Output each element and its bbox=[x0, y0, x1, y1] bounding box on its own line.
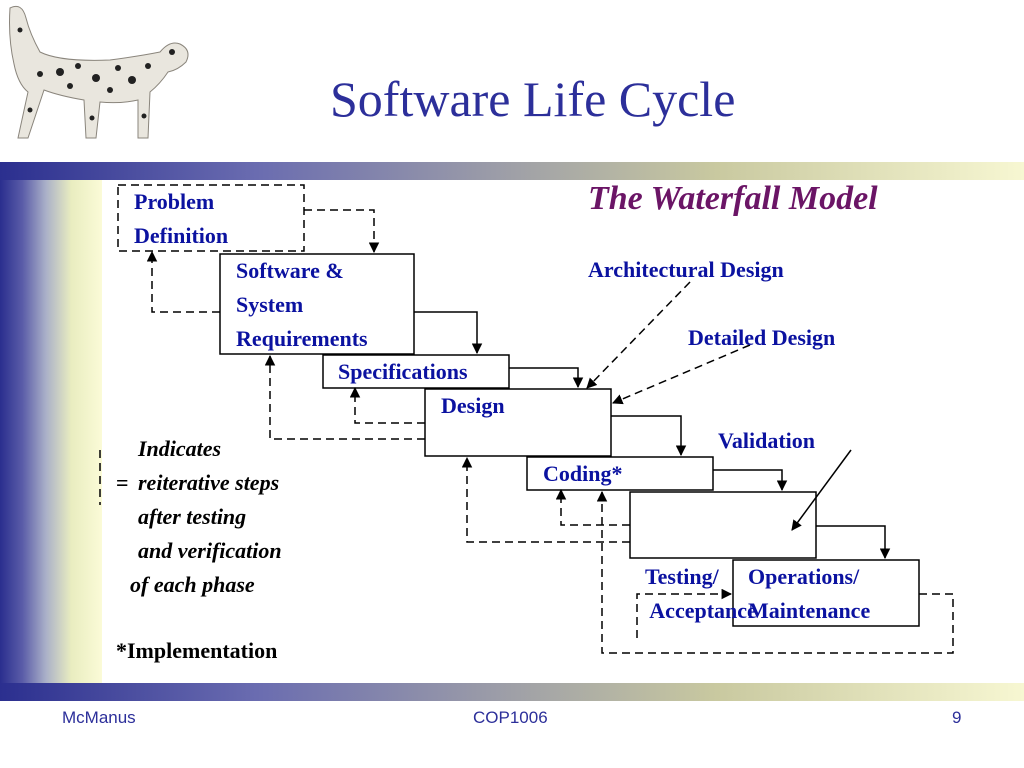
flow-arrow-4 bbox=[611, 415, 687, 457]
feedback-arrow-requirements bbox=[146, 250, 220, 313]
legend-line-4: and verification bbox=[138, 538, 282, 563]
model-subtitle: The Waterfall Model bbox=[588, 180, 878, 217]
box-coding bbox=[526, 456, 714, 491]
legend-line-1: Indicates bbox=[138, 436, 222, 461]
box-operations-maintenance bbox=[732, 559, 920, 627]
label-testing-acceptance: Testing/ Acceptance bbox=[645, 564, 757, 623]
annotation-validation: Validation bbox=[718, 428, 816, 453]
left-gradient-sidebar bbox=[0, 180, 102, 683]
feedback-arrow-design bbox=[264, 354, 425, 440]
dalmatian-dog-icon bbox=[9, 5, 189, 139]
legend-line-5: of each phase bbox=[130, 572, 255, 597]
label-design: Design bbox=[441, 393, 505, 418]
flow-arrow-5 bbox=[713, 469, 788, 492]
label-coding: Coding* bbox=[543, 461, 623, 486]
box-software-system-requirements bbox=[219, 253, 415, 355]
feedback-arrow-operations-inner bbox=[636, 588, 733, 638]
box-problem-definition bbox=[117, 184, 305, 252]
footer-author: McManus bbox=[62, 708, 136, 727]
bottom-gradient-band bbox=[0, 683, 1024, 701]
legend-line-2: reiterative steps bbox=[138, 470, 280, 495]
feedback-arrow-specifications bbox=[349, 386, 425, 424]
flow-arrow-6 bbox=[816, 525, 891, 560]
legend-equals: = bbox=[116, 470, 129, 495]
footer-page-number: 9 bbox=[952, 708, 962, 727]
implementation-note: *Implementation bbox=[116, 638, 278, 663]
box-specifications bbox=[322, 354, 510, 389]
label-specifications: Specifications bbox=[338, 359, 468, 384]
feedback-arrow-coding bbox=[555, 488, 630, 526]
flow-arrow-2 bbox=[414, 311, 483, 355]
feedback-arrow-testing bbox=[461, 456, 630, 543]
feedback-arrow-operations bbox=[596, 490, 954, 654]
flow-arrow-1 bbox=[304, 209, 380, 254]
annotation-arrow-validation bbox=[791, 449, 852, 531]
label-operations-maintenance: Operations/Maintenance bbox=[748, 564, 871, 623]
flow-arrow-3 bbox=[509, 367, 584, 389]
top-gradient-band bbox=[0, 162, 1024, 180]
legend-line-3: after testing bbox=[138, 504, 247, 529]
annotation-arrow-architectural bbox=[586, 281, 691, 389]
annotation-arrow-detailed bbox=[612, 344, 751, 405]
annotation-architectural-design: Architectural Design bbox=[588, 257, 784, 282]
footer-course: COP1006 bbox=[473, 708, 548, 727]
slide-title: Software Life Cycle bbox=[330, 71, 736, 127]
annotation-detailed-design: Detailed Design bbox=[688, 325, 836, 350]
